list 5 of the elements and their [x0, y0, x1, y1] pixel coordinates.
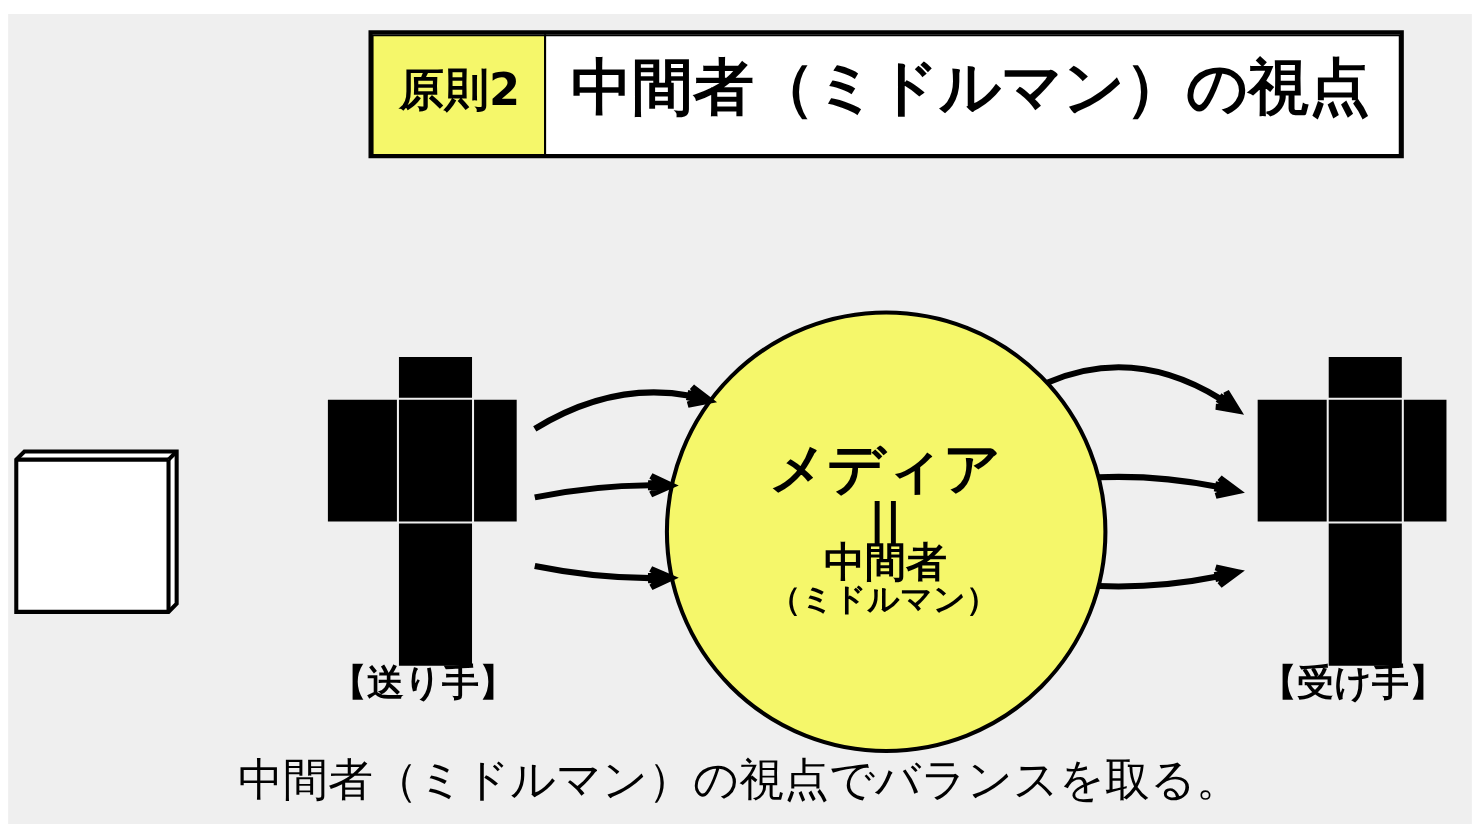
node-circle: メディア || 中間者 （ミドルマン）: [664, 309, 1108, 753]
node-label: 【送り手】: [329, 660, 516, 704]
arrow: [1046, 363, 1241, 414]
caption: 中間者（ミドルマン）の視点でバランスを取る。: [238, 753, 1242, 806]
node-label: 【受け手】: [1259, 660, 1446, 704]
